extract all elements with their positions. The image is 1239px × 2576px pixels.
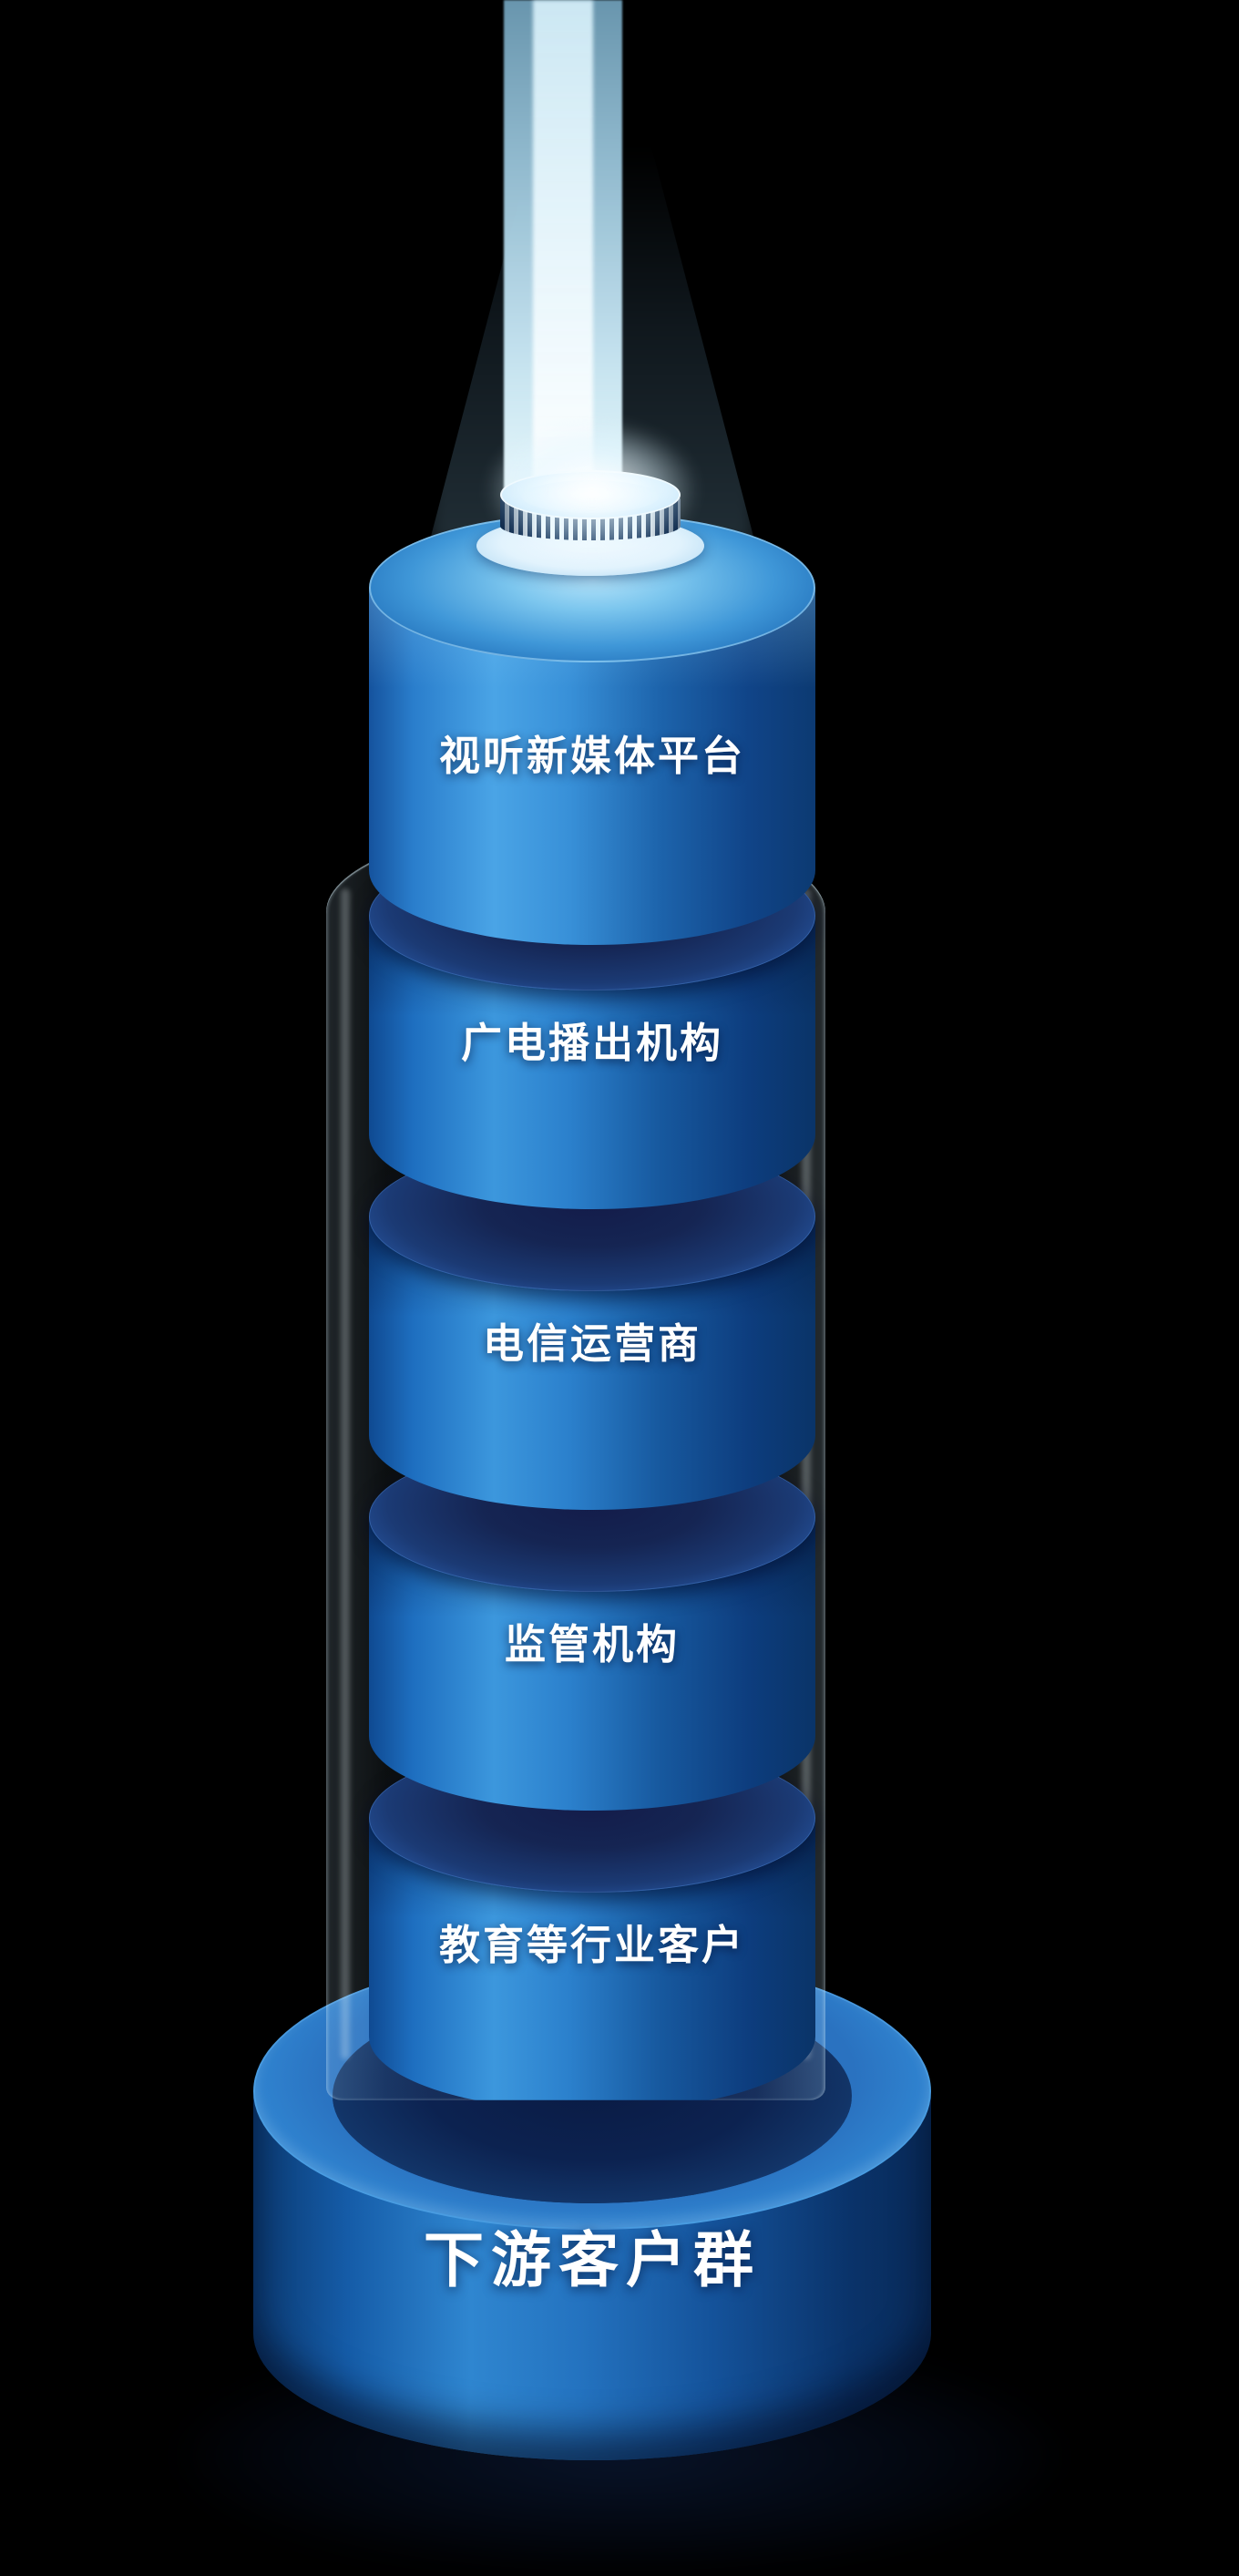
glass-tube-highlight-right [802,888,811,2059]
beam-impact-glow [487,421,697,558]
cylinder-layer-5: 教育等行业客户 [369,1743,815,2111]
layer-label: 电信运营商 [482,1320,701,1367]
layer-label: 监管机构 [504,1621,680,1668]
cylinder-layer-3: 电信运营商 [369,1142,815,1510]
layer-label: 广电播出机构 [460,1020,723,1066]
cylinder-layer-1: 视听新媒体平台 [369,513,815,945]
glass-tube-highlight-left [341,888,350,2059]
layer-label: 视听新媒体平台 [438,733,745,779]
base-label: 下游客户群 [424,2226,761,2294]
layer-label: 教育等行业客户 [438,1922,745,1968]
